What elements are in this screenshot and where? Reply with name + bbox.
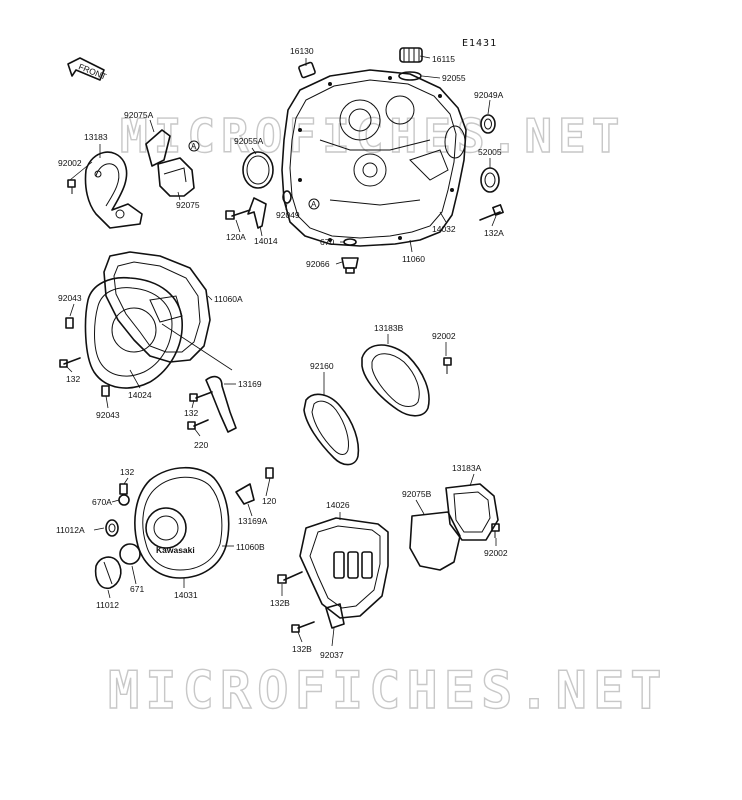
label-92066: 92066: [306, 259, 330, 269]
filler-cap-16115: [399, 47, 423, 63]
label-92160: 92160: [310, 361, 334, 371]
bolt-120A: [225, 209, 251, 220]
label-11060B: 11060B: [236, 542, 265, 552]
label-132b: 132: [184, 408, 198, 418]
label-16130: 16130: [290, 46, 314, 56]
cover-14031: Kawasaki: [134, 467, 230, 579]
bolt-120: [265, 467, 274, 479]
label-11012A: 11012A: [56, 525, 85, 535]
screw-220: [187, 419, 209, 430]
front-arrow: FRONT: [67, 57, 108, 82]
o-ring-670A: [118, 494, 130, 506]
bolt-92043b: [101, 385, 110, 397]
label-120A: 120A: [226, 232, 246, 242]
label-14031: 14031: [174, 590, 198, 600]
cover-plate-13183: [84, 151, 143, 229]
label-92055A: 92055A: [234, 136, 264, 146]
plate-13183B: [361, 344, 430, 417]
crankcase-cover-11060: [281, 69, 467, 247]
label-92075A: 92075A: [124, 110, 154, 120]
label-670A: 670A: [92, 497, 112, 507]
bolt-92002c: [491, 523, 500, 538]
label-132B: 132B: [270, 598, 290, 608]
part-labels: 16130 16115 92055 92049A 52005 132A 1403…: [56, 46, 508, 660]
bolt-132c: [119, 483, 128, 495]
diagram-code: E1431: [462, 38, 497, 49]
seal-92049A: [480, 114, 496, 134]
label-92002a: 92002: [58, 158, 82, 168]
label-92043b: 92043: [96, 410, 120, 420]
cover-14024: [84, 276, 183, 389]
logo-text: Kawasaki: [156, 545, 195, 555]
ref-marker-a1: A: [188, 140, 200, 152]
bolt-92043a: [65, 317, 74, 329]
gasket-11060A: [103, 251, 211, 363]
bolt-132a: [59, 357, 81, 368]
label-92049: 92049: [276, 210, 300, 220]
bolt-132B2: [291, 621, 315, 633]
label-92055: 92055: [442, 73, 466, 83]
leader-lines: [65, 55, 497, 647]
plug-16130: [298, 61, 316, 79]
bolt-132b: [189, 391, 213, 402]
guide-13169A: [235, 483, 255, 505]
svg-text:A: A: [191, 142, 197, 151]
o-ring-92055A: [242, 151, 274, 189]
label-220: 220: [194, 440, 208, 450]
label-13183A: 13183A: [452, 463, 482, 473]
label-14032: 14032: [432, 224, 456, 234]
clamp-92037: [325, 603, 345, 629]
label-92002b: 92002: [432, 331, 456, 341]
o-ring-92055: [398, 71, 422, 81]
label-92075: 92075: [176, 200, 200, 210]
label-52005: 52005: [478, 147, 502, 157]
plug-11012: [94, 556, 122, 590]
label-13183B: 13183B: [374, 323, 404, 333]
cover-92075: [145, 129, 195, 197]
plate-13183A: [445, 483, 499, 541]
label-92002c: 92002: [484, 548, 508, 558]
label-11012: 11012: [96, 600, 119, 610]
label-670: 670: [320, 237, 334, 247]
plate-92160: [303, 393, 360, 466]
label-16115: 16115: [432, 54, 455, 64]
label-14014: 14014: [254, 236, 278, 246]
bracket-14014: [247, 197, 267, 229]
label-13183: 13183: [84, 132, 108, 142]
bolt-132A: [479, 204, 504, 221]
o-ring-671: [119, 543, 141, 565]
o-ring-670: [343, 238, 357, 246]
label-132a: 132: [66, 374, 80, 384]
label-13169: 13169: [238, 379, 262, 389]
label-14024: 14024: [128, 390, 152, 400]
label-13169A: 13169A: [238, 516, 268, 526]
oil-seal-52005: [480, 167, 500, 193]
guide-13169: [205, 375, 237, 433]
plug-11012A: [105, 519, 119, 537]
label-92049A: 92049A: [474, 90, 504, 100]
watermark-bottom: MICROFICHES.NET: [108, 661, 668, 721]
label-11060A: 11060A: [214, 294, 243, 304]
label-92075B: 92075B: [402, 489, 432, 499]
bolt-132B: [277, 571, 303, 584]
bolt-92002b: [443, 357, 452, 374]
ref-marker-a2: A: [308, 198, 320, 210]
label-11060: 11060: [402, 254, 425, 264]
drain-plug-92066: [341, 257, 359, 274]
label-132c: 132: [120, 467, 134, 477]
plate-92075B: [409, 511, 461, 571]
label-132A: 132A: [484, 228, 504, 238]
bolt-92002a: [67, 179, 76, 194]
label-120: 120: [262, 496, 276, 506]
label-14026: 14026: [326, 500, 350, 510]
label-92043a: 92043: [58, 293, 82, 303]
svg-text:A: A: [311, 200, 317, 209]
label-132B2: 132B: [292, 644, 312, 654]
label-92037: 92037: [320, 650, 344, 660]
label-671: 671: [130, 584, 144, 594]
sprocket-cover-14026: [299, 517, 389, 619]
